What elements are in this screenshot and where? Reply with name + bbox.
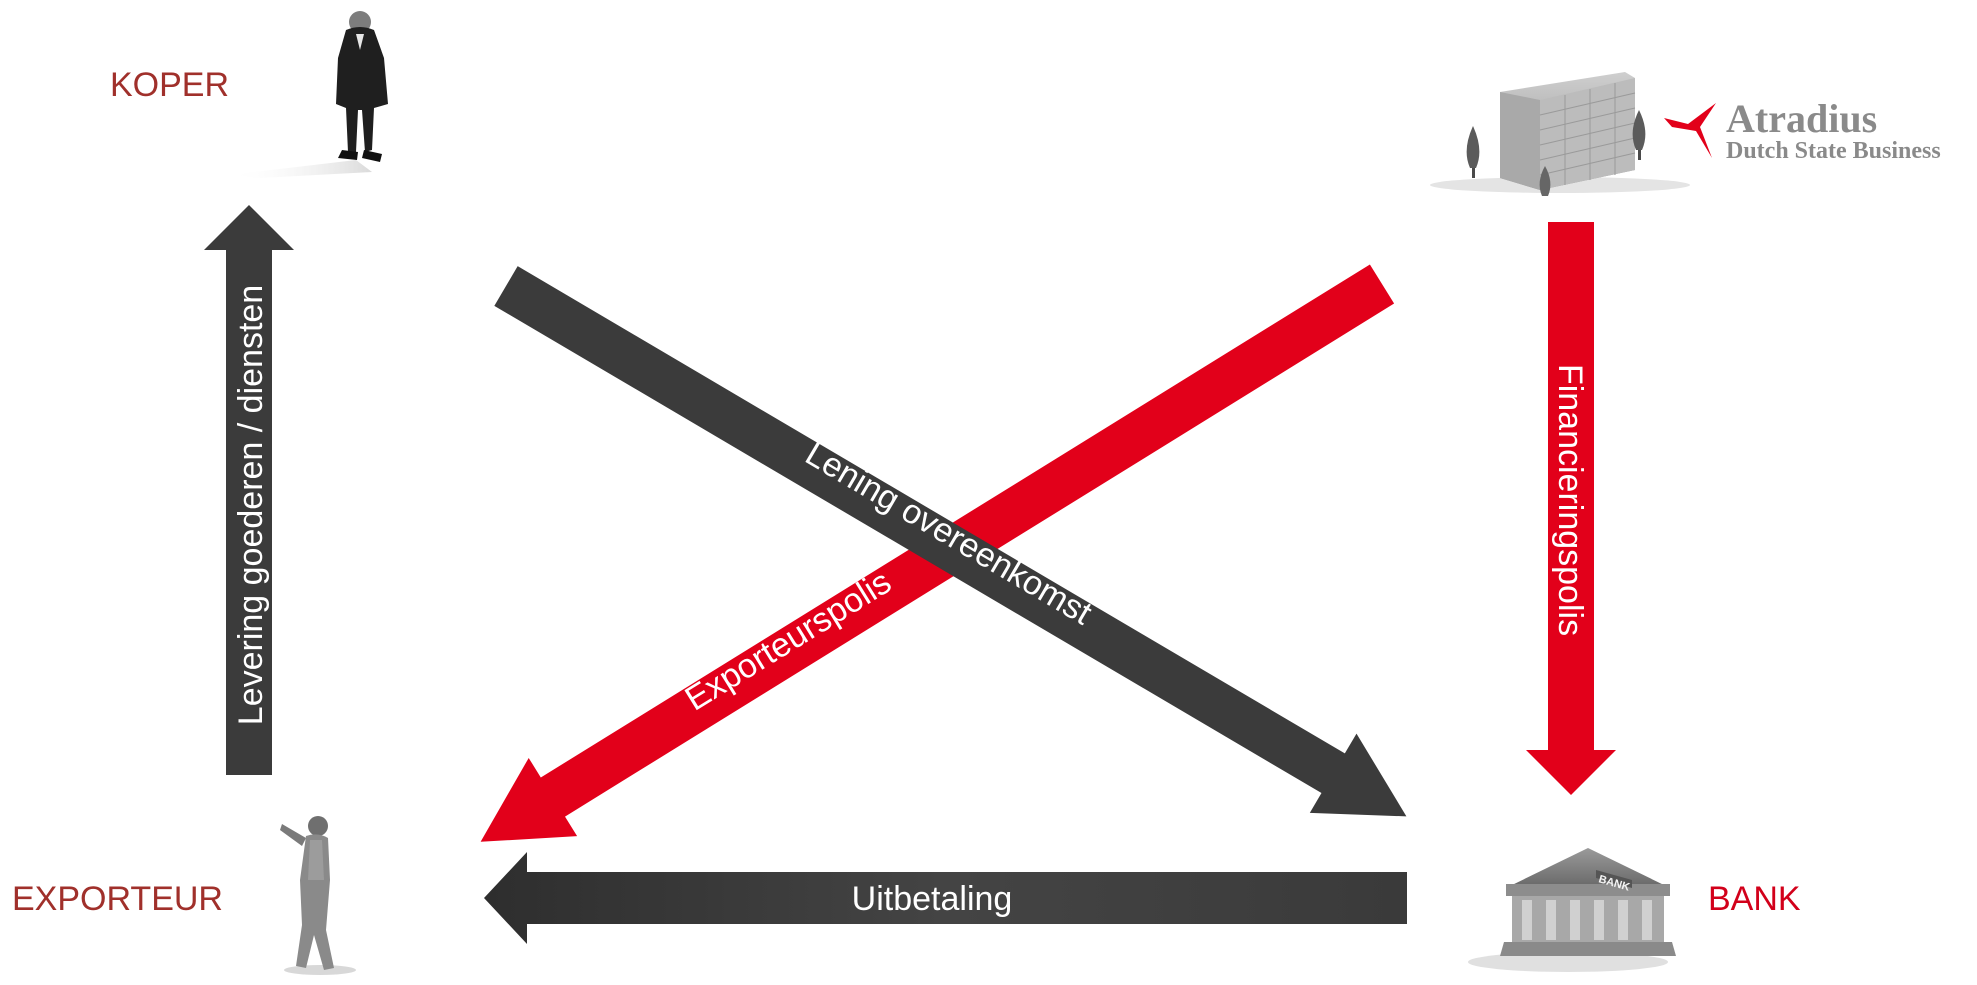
arrow-label-levering: Levering goederen / diensten: [232, 285, 270, 725]
arrow-levering: Levering goederen / diensten: [204, 205, 294, 775]
office-building-icon: [1430, 72, 1690, 196]
pointing-man-figure-icon: [280, 816, 356, 975]
logo-subtitle: Dutch State Business: [1726, 138, 1941, 164]
label-koper: KOPER: [110, 66, 229, 104]
businessman-figure-icon: [228, 11, 388, 178]
arrow-label-financieringspolis: Financieringspolis: [1551, 364, 1589, 636]
atradius-logo: Atradius Dutch State Business: [1664, 96, 1941, 164]
arrow-financieringspolis: Financieringspolis: [1526, 222, 1616, 795]
bank-building-icon: BANK: [1468, 848, 1676, 972]
label-exporteur: EXPORTEUR: [12, 880, 223, 918]
label-bank: BANK: [1708, 880, 1801, 918]
atradius-mark-icon: [1664, 103, 1716, 158]
logo-name: Atradius: [1726, 96, 1877, 141]
arrow-label-uitbetaling: Uitbetaling: [852, 880, 1013, 918]
arrow-uitbetaling: Uitbetaling: [484, 852, 1407, 944]
arrow-label-exporteurspolis: Exporteurspolis: [679, 563, 898, 719]
